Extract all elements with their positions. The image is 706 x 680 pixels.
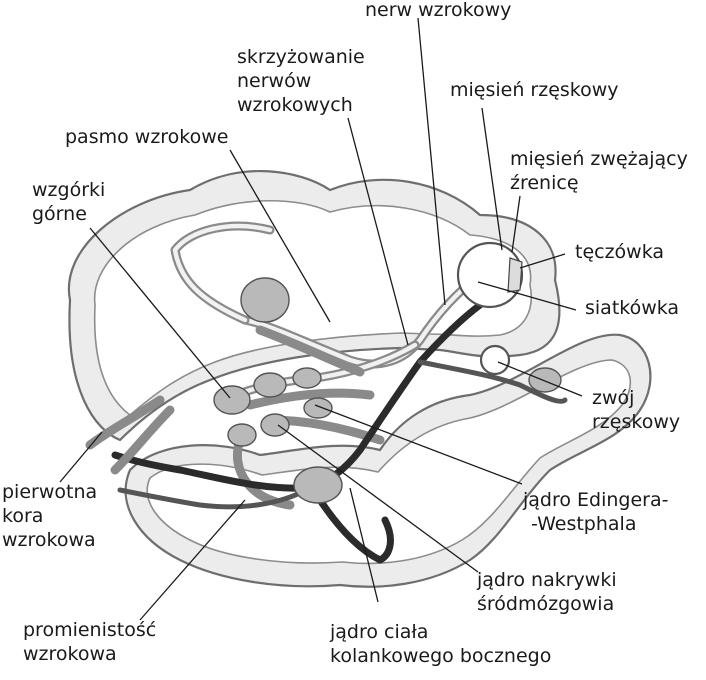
label-optic-radiation: promienistość wzrokowa	[23, 618, 156, 666]
label-optic-chiasm: skrzyżowanie nerwów wzrokowych	[237, 45, 365, 117]
label-ciliary-ganglion: zwój rzęskowy	[592, 386, 680, 434]
label-lateral-geniculate: jądro ciała kolankowego bocznego	[330, 620, 551, 668]
ciliary-ganglion-node	[529, 368, 561, 392]
label-edinger-westphal: jądro Edingera- -Westphala	[523, 488, 669, 536]
label-optic-nerve: nerw wzrokowy	[365, 0, 511, 22]
label-primary-visual-cortex: pierwotna kora wzrokowa	[2, 480, 97, 552]
lower-left-nucleus	[228, 424, 256, 446]
superior-colliculus-nucleus	[214, 386, 250, 414]
label-retina: siatkówka	[585, 296, 679, 320]
label-ciliary-muscle: mięsień rzęskowy	[450, 78, 619, 102]
leader-cortex	[60, 432, 102, 482]
lgn-nucleus	[241, 278, 289, 322]
edinger-westphal-nucleus	[261, 414, 289, 436]
label-superior-colliculi: wzgórki górne	[32, 178, 105, 226]
pretectal-lower-nucleus	[304, 398, 332, 418]
lateral-geniculate-nucleus	[294, 467, 342, 503]
label-iris: tęczówka	[575, 240, 664, 264]
pretectal-nucleus-1	[254, 373, 286, 397]
eye-lower	[481, 346, 509, 374]
label-pretectal-nucleus: jądro nakrywki śródmózgowia	[477, 568, 617, 616]
lens-upper	[508, 258, 522, 292]
pretectal-nucleus-2	[293, 368, 321, 388]
label-optic-tract: pasmo wzrokowe	[65, 125, 229, 149]
label-sphincter-pupillae: mięsień zwężający źrenicę	[510, 147, 688, 195]
